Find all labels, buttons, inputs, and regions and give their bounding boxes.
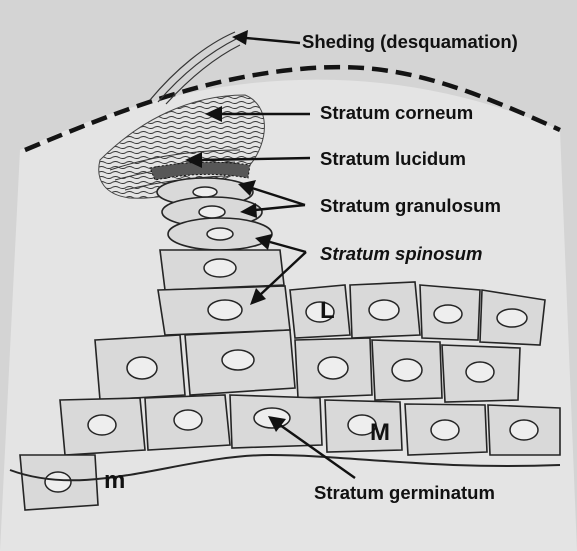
label-stratum-granulosum: Stratum granulosum (320, 195, 501, 216)
label-stratum-spinosum: Stratum spinosum (320, 243, 482, 264)
cell-mark-m-upper: M (370, 419, 390, 446)
cell-mark-m-lower: m (104, 467, 125, 494)
label-stratum-lucidum: Stratum lucidum (320, 148, 466, 169)
label-stratum-germinatum: Stratum germinatum (314, 482, 495, 503)
label-shedding: Sheding (desquamation) (302, 31, 518, 52)
cell-mark-l: L (320, 297, 335, 324)
label-stratum-corneum: Stratum corneum (320, 102, 473, 123)
